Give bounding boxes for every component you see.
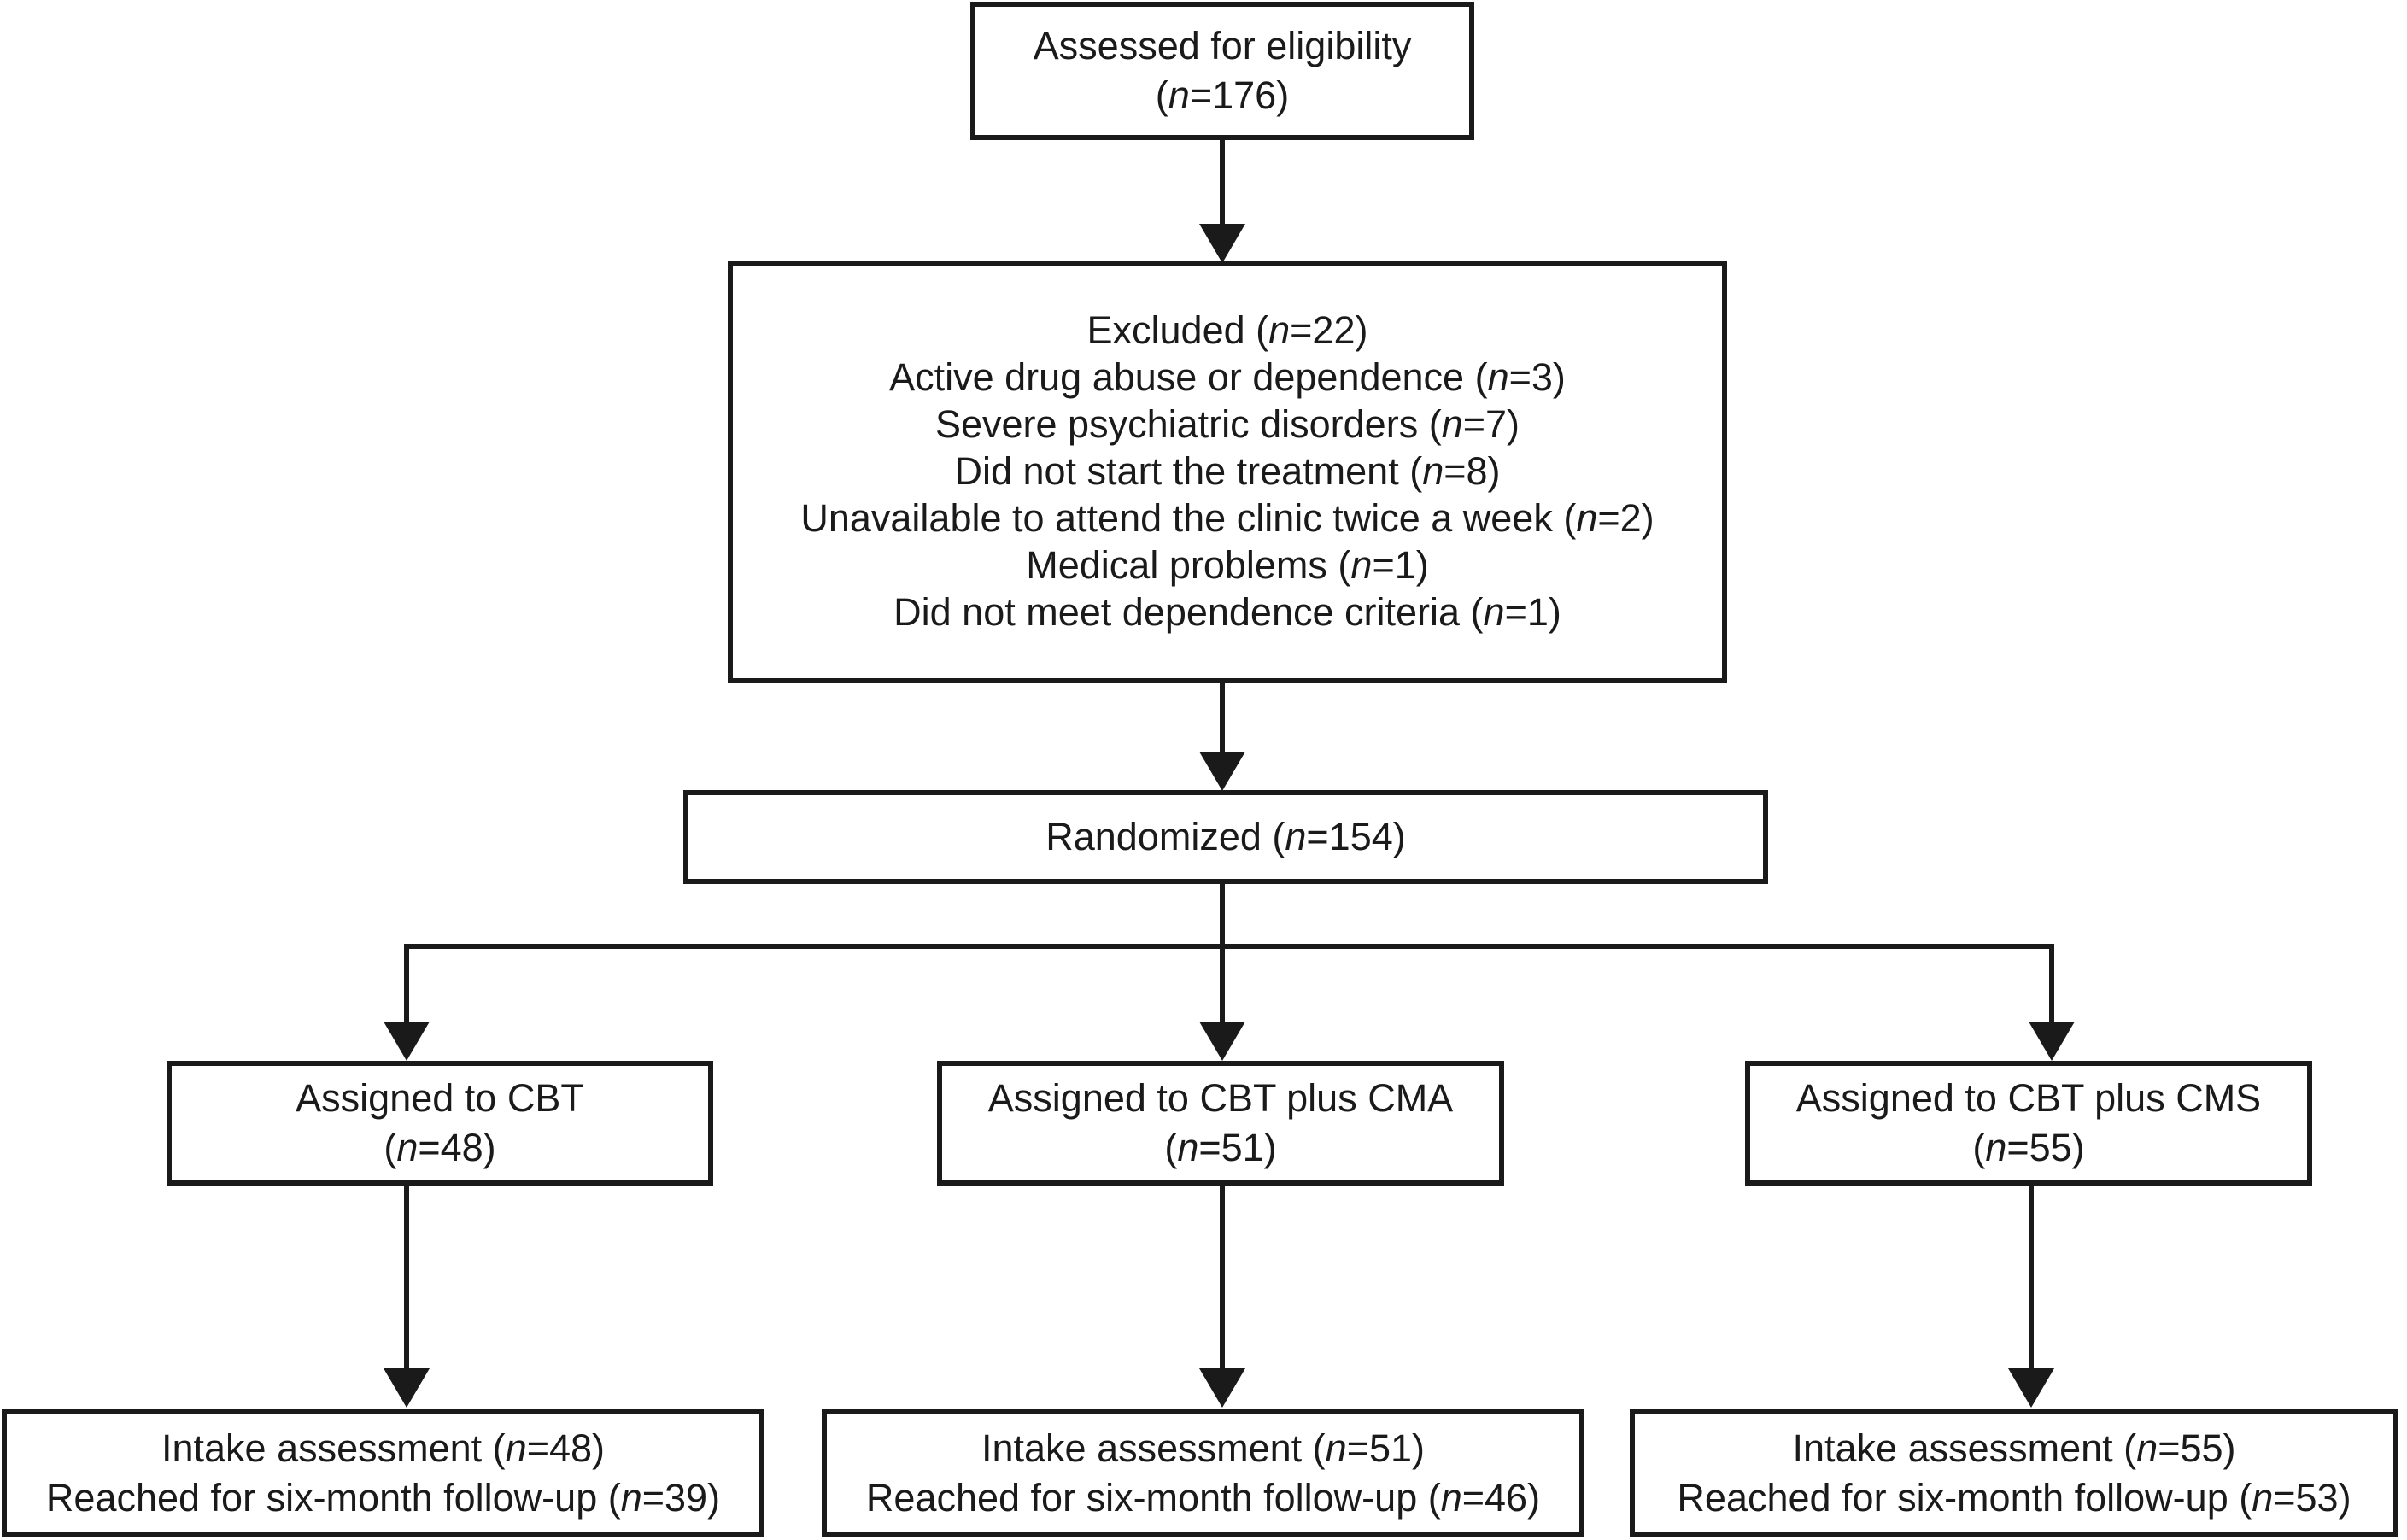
connector-excluded-to-randomized bbox=[1220, 683, 1225, 757]
excluded-line-3: Severe psychiatric disorders (n=7) bbox=[934, 402, 1520, 447]
node-outcome-cbt-plus-cma: Intake assessment (n=51) Reached for six… bbox=[822, 1409, 1584, 1537]
excluded-line-6: Medical problems (n=1) bbox=[1026, 542, 1429, 587]
connector-bus-to-cbt-cma bbox=[1220, 944, 1225, 1027]
assigned-cbt-cms-line-2: (n=55) bbox=[1972, 1126, 2085, 1169]
node-assigned-cbt: Assigned to CBT (n=48) bbox=[167, 1061, 713, 1186]
excluded-line-2: Active drug abuse or dependence (n=3) bbox=[889, 355, 1566, 400]
connector-assessed-to-excluded bbox=[1220, 140, 1225, 229]
arrowhead-to-outcome-cbt bbox=[384, 1368, 430, 1408]
connector-randomized-bus bbox=[404, 944, 2054, 949]
node-excluded: Excluded (n=22) Active drug abuse or dep… bbox=[728, 261, 1727, 683]
excluded-line-7: Did not meet dependence criteria (n=1) bbox=[893, 589, 1561, 634]
node-outcome-cbt: Intake assessment (n=48) Reached for six… bbox=[2, 1409, 764, 1537]
node-randomized: Randomized (n=154) bbox=[683, 790, 1768, 884]
arrowhead-to-outcome-cbt-cms bbox=[2008, 1368, 2054, 1408]
excluded-line-5: Unavailable to attend the clinic twice a… bbox=[800, 495, 1654, 540]
assigned-cbt-line-2: (n=48) bbox=[384, 1126, 496, 1169]
connector-bus-to-cbt-cms bbox=[2049, 944, 2054, 1027]
arrowhead-to-assigned-cbt-cms bbox=[2029, 1022, 2075, 1061]
arrowhead-excluded-to-randomized bbox=[1199, 752, 1245, 791]
arrowhead-to-outcome-cbt-cma bbox=[1199, 1368, 1245, 1408]
outcome-cbt-cms-line-2: Reached for six-month follow-up (n=53) bbox=[1677, 1476, 2351, 1520]
randomized-line-1: Randomized (n=154) bbox=[1045, 814, 1406, 858]
outcome-cbt-cma-line-2: Reached for six-month follow-up (n=46) bbox=[865, 1476, 1541, 1520]
node-assigned-cbt-plus-cma: Assigned to CBT plus CMA (n=51) bbox=[937, 1061, 1504, 1186]
outcome-cbt-cms-line-1: Intake assessment (n=55) bbox=[1792, 1426, 2236, 1470]
excluded-line-4: Did not start the treatment (n=8) bbox=[954, 449, 1501, 494]
connector-cbt-cma-to-outcome bbox=[1220, 1186, 1225, 1372]
node-assessed-for-eligibility: Assessed for eligibility (n=176) bbox=[970, 2, 1474, 140]
arrowhead-assessed-to-excluded bbox=[1199, 224, 1245, 263]
assessed-line-2: (n=176) bbox=[1155, 73, 1290, 117]
outcome-cbt-line-1: Intake assessment (n=48) bbox=[161, 1426, 606, 1470]
connector-bus-to-cbt bbox=[404, 944, 409, 1027]
connector-cbt-cms-to-outcome bbox=[2029, 1186, 2034, 1372]
arrowhead-to-assigned-cbt bbox=[384, 1022, 430, 1061]
connector-randomized-stem bbox=[1220, 884, 1225, 949]
assigned-cbt-line-1: Assigned to CBT bbox=[296, 1075, 584, 1120]
arrowhead-to-assigned-cbt-cma bbox=[1199, 1022, 1245, 1061]
assessed-line-1: Assessed for eligibility bbox=[1033, 23, 1412, 67]
node-assigned-cbt-plus-cms: Assigned to CBT plus CMS (n=55) bbox=[1745, 1061, 2312, 1186]
excluded-line-1: Excluded (n=22) bbox=[1086, 308, 1368, 353]
node-outcome-cbt-plus-cms: Intake assessment (n=55) Reached for six… bbox=[1630, 1409, 2398, 1537]
assigned-cbt-cma-line-1: Assigned to CBT plus CMA bbox=[987, 1075, 1454, 1120]
outcome-cbt-cma-line-1: Intake assessment (n=51) bbox=[981, 1426, 1426, 1470]
assigned-cbt-cms-line-1: Assigned to CBT plus CMS bbox=[1795, 1075, 2262, 1120]
assigned-cbt-cma-line-2: (n=51) bbox=[1164, 1126, 1277, 1169]
outcome-cbt-line-2: Reached for six-month follow-up (n=39) bbox=[45, 1476, 721, 1520]
connector-cbt-to-outcome bbox=[404, 1186, 409, 1372]
